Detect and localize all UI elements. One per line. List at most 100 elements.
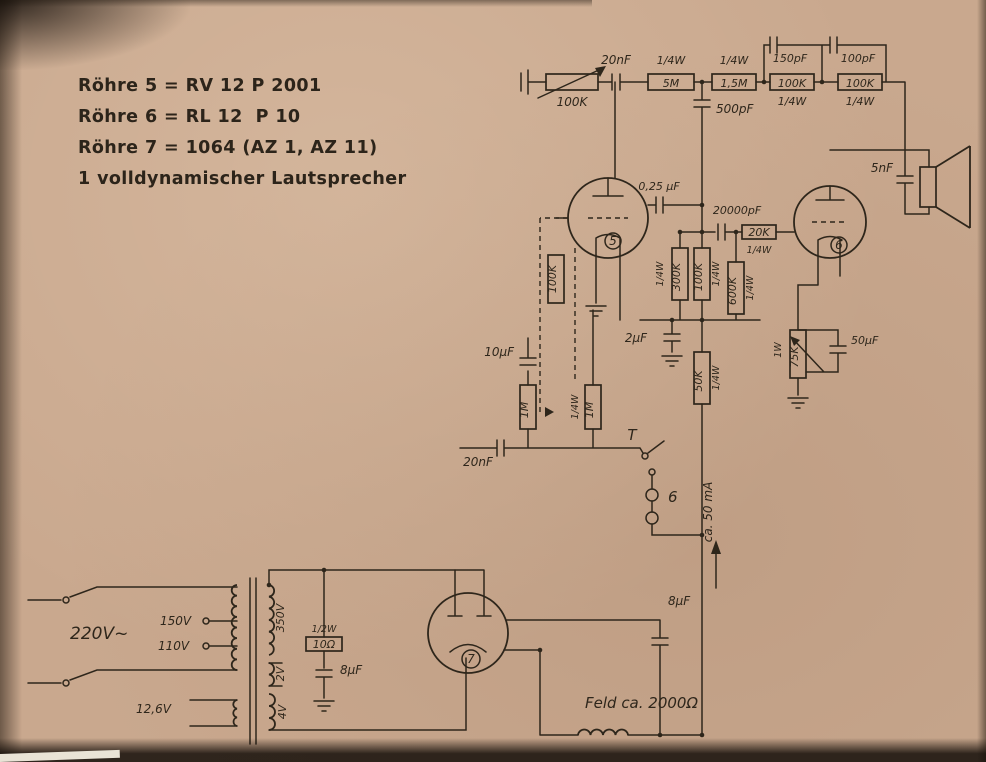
resistor-300k [671,247,689,301]
label-sec-350v: 350V [274,602,287,632]
resistor-10ohm [305,636,343,652]
label-tap-110v: 110V [158,639,190,653]
label-volume-pot: 100K [557,95,589,109]
switch-t-contact-bottom [648,468,656,476]
label-150pf: 150pF [773,52,808,65]
label-100k-c: 100K [692,262,705,291]
junction-dot [321,567,327,573]
label-100k-a-wattage: 1/4W [778,95,808,108]
resistor-1m-a [519,384,537,430]
mains-switch-contact-bottom [62,679,70,687]
resistor-1m5 [711,73,757,91]
loudspeaker [919,145,971,229]
label-20nf-bottom: 20nF [463,455,494,469]
legend-line-2: Röhre 6 = RL 12 P 10 [78,107,301,127]
switch-t-contact-top [641,452,649,460]
label-input-cap: 20nF [601,53,632,67]
junction-dot [677,229,683,235]
tube-6-id-circle [830,236,848,254]
transformer-secondary-winding [268,584,276,731]
label-tap-150v: 150V [160,614,192,628]
tube-5: 5 [567,177,649,259]
pot-arrowhead [595,66,606,77]
resistor-20k [741,224,777,240]
tube-7: 7 [427,569,509,674]
junction-dot [699,202,705,208]
field-coil-winding [577,728,629,736]
label-1m5-wattage: 1/4W [720,54,750,67]
tube-7-id-circle [461,649,481,669]
label-025uf: 0,25 µF [638,180,680,193]
tube-7-electrodes [447,569,492,673]
label-100k-b: 100K [846,77,875,90]
label-10uf: 10µF [484,345,515,359]
tube-6-electrodes [815,185,845,257]
junction-dot [699,732,705,738]
junction-dot [266,582,272,588]
signal-wiring [459,36,930,736]
junction-dot [761,79,767,85]
junction-dot [819,79,825,85]
label-field-coil: Feld ca. 2000Ω [585,694,698,712]
cathode-pot-arrowhead [790,336,800,346]
junction-dot [537,647,543,653]
ground-symbols [313,305,809,712]
label-5m-wattage: 1/4W [657,54,687,67]
resistor-100k-a [769,73,815,91]
resistor-100k-c [693,247,711,301]
label-switch-t: T [627,426,638,444]
tube-legend: Röhre 5 = RV 12 P 2001 Röhre 6 = RL 12 P… [78,76,407,200]
resistor-75k [789,329,807,379]
label-100pf: 100pF [841,52,876,65]
psu-wiring [27,569,467,745]
transformer-primary-winding [230,584,238,727]
pot-arrow-line [537,68,602,99]
label-75k: 75K [788,346,801,368]
tube-5-id-circle [604,232,622,250]
label-1m-a: 1M [518,401,531,418]
label-1m-b-wattage: 1/4W [570,394,581,419]
label-5m: 5M [663,77,680,90]
junction-dot [733,229,739,235]
resistor-100k-feedback [547,254,565,304]
current-arrowhead [711,540,721,554]
speaker-cone [935,145,971,229]
resistor-100k-b [837,73,883,91]
label-100k-c-wattage: 1/4W [711,261,722,286]
jack-terminal-top [645,488,659,502]
label-50k: 50K [692,370,705,392]
tube-7-envelope [427,592,509,674]
label-500pf: 500pF [716,102,755,116]
junction-dot [699,229,705,235]
label-1m-b: 1M [583,401,596,418]
label-2uf: 2µF [625,331,648,345]
label-jack-6: 6 [668,488,678,506]
feedback-dashed-wiring [539,217,576,413]
tap-150v-terminal [202,617,210,625]
label-1m5: 1,5M [721,77,748,90]
label-current: ca. 50 mA [701,482,715,543]
tube-5-id: 5 [609,234,617,248]
label-20000pf: 20000pF [713,204,762,217]
junction-dot [669,317,675,323]
label-5nf: 5nF [871,161,894,175]
label-300k-wattage: 1/4W [655,261,666,286]
label-300k: 300K [670,262,683,291]
label-75k-wattage: 1W [773,342,784,358]
tube-5-electrodes [592,177,624,256]
resistor-1m-b [584,384,602,430]
jack-terminal-bottom [645,511,659,525]
label-10ohm-wattage: 1/2W [312,624,337,635]
mains-switch-contact-top [62,596,70,604]
label-sec-4v: 4V [276,703,289,719]
legend-line-1: Röhre 5 = RV 12 P 2001 [78,76,322,96]
legend-line-3: Röhre 7 = 1064 (AZ 1, AZ 11) [78,138,378,158]
resistor-600k [727,261,745,315]
feedback-arrowhead [545,407,554,417]
label-heater: 12,6V [136,702,172,716]
label-50uf: 50µF [851,334,879,347]
label-600k: 600K [726,276,739,305]
tube-7-id: 7 [467,652,475,666]
